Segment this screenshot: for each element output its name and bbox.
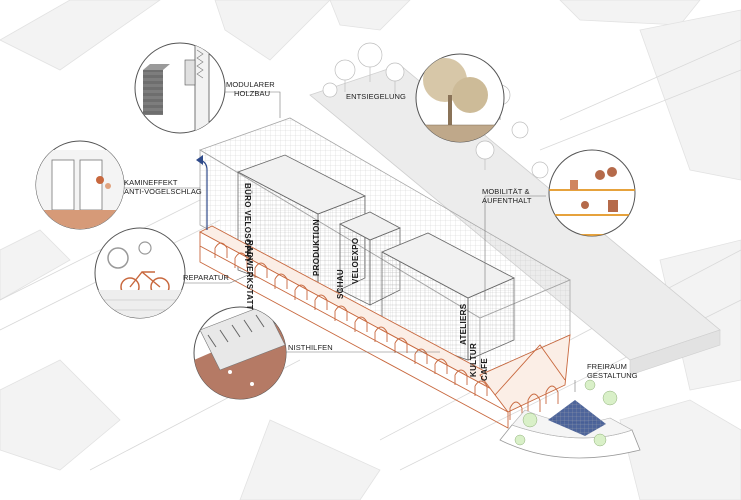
label-line: HOLZBAU (234, 89, 271, 98)
label-line: ANTI-VOGELSCHLAG (124, 187, 202, 196)
label-schau: SCHAU (336, 269, 345, 299)
label-freiraum-gestaltung: FREIRAUM GESTALTUNG (587, 362, 638, 380)
arcade-base (199, 225, 571, 429)
label-line: FREIRAUM (587, 362, 627, 371)
label-line: AUFENTHALT (482, 196, 532, 205)
label-kamineffekt: KAMINEFFEKT ANTI-VOGELSCHLAG (124, 178, 202, 196)
label-line: KAMINEFFEKT (124, 178, 178, 187)
label-modularer-holzbau: MODULARER HOLZBAU (226, 80, 275, 98)
label-line: MOBILITÄT & (482, 187, 530, 196)
freiraum-plaza (499, 379, 641, 459)
label-line: ENTSIEGELUNG (346, 92, 406, 101)
chimney-window-icon (35, 140, 125, 230)
label-produktion: PRODUKTION (312, 219, 321, 276)
label-line: REPARATUR (183, 273, 230, 282)
bicycle-icon (94, 227, 186, 319)
label-kultur: KULTUR (469, 342, 478, 377)
timber-module-icon (134, 42, 226, 134)
label-radwerkstatt: RADWERKSTATT (245, 240, 254, 310)
label-veloexpo: VELOEXPO (351, 237, 360, 284)
label-entsiegelung: ENTSIEGELUNG (346, 92, 406, 101)
nest-box-icon (193, 306, 287, 400)
label-line: NISTHILFEN (288, 343, 333, 352)
label-ateliers: ATELIERS (459, 303, 468, 345)
label-nisthilfen: NISTHILFEN (288, 343, 333, 352)
label-reparatur: REPARATUR (183, 273, 229, 282)
label-line: MODULARER (226, 80, 275, 89)
airflow-arrow (196, 155, 208, 230)
label-cafe: CAFE (480, 358, 489, 381)
label-line: GESTALTUNG (587, 371, 638, 380)
label-mobilitaet: MOBILITÄT & AUFENTHALT (482, 187, 532, 205)
people-bench-icon (548, 149, 636, 237)
